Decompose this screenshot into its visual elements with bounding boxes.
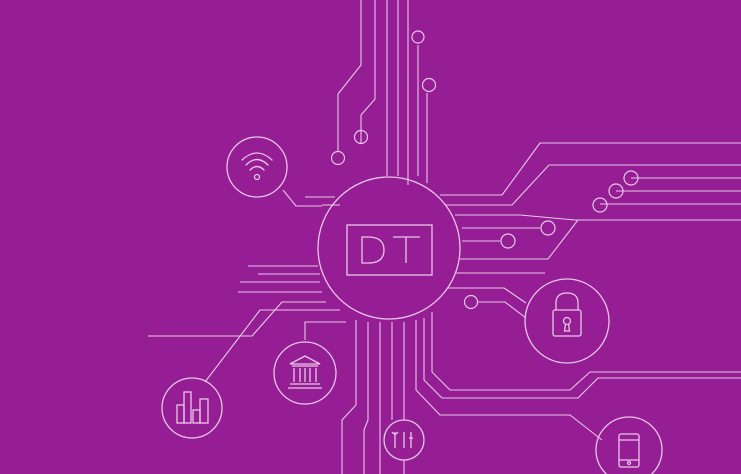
- wifi-icon: [226, 136, 288, 198]
- tools-icon: [383, 419, 425, 461]
- dt-logo: [346, 224, 433, 276]
- circuit-nodes: [330, 30, 639, 310]
- dt-logo-hub: DT: [317, 176, 461, 320]
- smartphone-icon: [595, 416, 663, 474]
- circuit-traces: [148, 0, 741, 474]
- lock-icon: [524, 278, 610, 364]
- bar-chart-icon: [161, 377, 223, 439]
- bank-icon: [273, 341, 337, 405]
